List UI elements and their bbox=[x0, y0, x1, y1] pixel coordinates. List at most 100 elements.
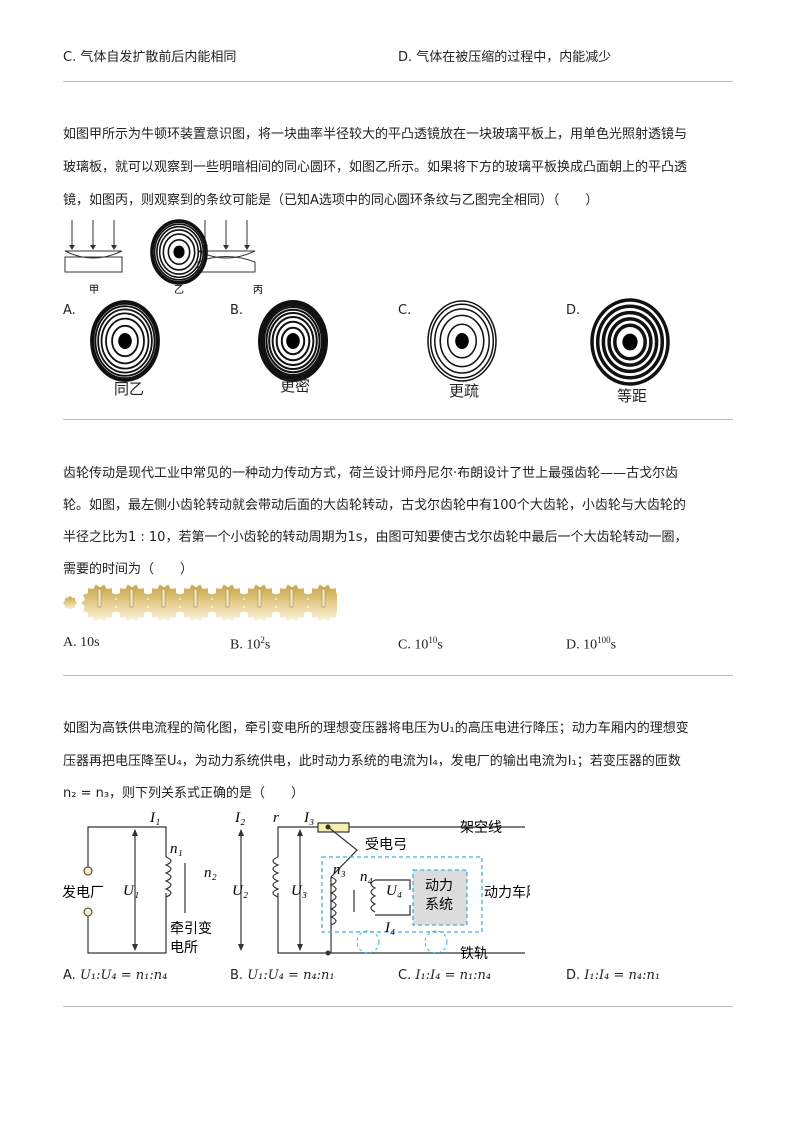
ring bbox=[429, 303, 495, 379]
ring bbox=[275, 320, 311, 362]
option-letter: A. bbox=[63, 635, 77, 650]
prev-option-c[interactable]: C. 气体自发扩散前后内能相同 bbox=[63, 50, 237, 65]
center-spot bbox=[286, 333, 300, 349]
option-letter: C. bbox=[398, 968, 412, 983]
center-spot bbox=[455, 333, 469, 349]
rings-option-d[interactable] bbox=[585, 298, 675, 386]
question-text: 半径之比为1 : 10，若第一个小齿轮的转动周期为1s，由图可知要使古戈尔齿轮中… bbox=[63, 530, 688, 545]
option-c[interactable]: C. 1010s bbox=[398, 635, 443, 654]
option-letter: D. bbox=[566, 968, 581, 983]
figure-label-jia: 甲 bbox=[89, 285, 99, 296]
label-I3: I₃ bbox=[303, 810, 314, 826]
option-unit: s bbox=[437, 637, 443, 653]
question-text: 镜，如图丙，则观察到的条纹可能是（已知A选项中的同心圆环条纹与乙图完全相同）（ … bbox=[63, 193, 599, 208]
ring bbox=[271, 316, 315, 366]
option-b[interactable]: B. bbox=[230, 303, 244, 318]
gear-shaft bbox=[289, 588, 294, 608]
question-text: 如图甲所示为牛顿环装置意识图，将一块曲率半径较大的平凸透镜放在一块玻璃平板上，用… bbox=[63, 127, 688, 142]
option-c[interactable]: C. bbox=[398, 303, 412, 318]
option-value: 10 bbox=[414, 637, 429, 653]
ring bbox=[439, 314, 485, 368]
center-spot bbox=[622, 333, 638, 351]
option-caption: 更疏 bbox=[449, 384, 480, 400]
option-caption: 等距 bbox=[617, 389, 648, 405]
label-n1: n₁ bbox=[170, 841, 183, 857]
ring bbox=[153, 223, 205, 281]
divider bbox=[63, 419, 733, 420]
power-system-box bbox=[412, 869, 468, 926]
label-U3: U₃ bbox=[291, 883, 307, 899]
rings-option-b[interactable] bbox=[248, 298, 338, 384]
question-text: 齿轮传动是现代工业中常见的一种动力传动方式，荷兰设计师丹尼尔·布朗设计了世上最强… bbox=[63, 466, 679, 481]
gear bbox=[63, 596, 77, 610]
newton-ring-apparatus-figure: 甲 乙 丙 bbox=[64, 219, 263, 296]
question-text: 压器再把电压降至U₄，为动力系统供电，此时动力系统的电流为I₄，发电厂的输出电流… bbox=[63, 754, 681, 769]
ring bbox=[263, 306, 323, 376]
option-a[interactable]: A. bbox=[63, 303, 76, 318]
option-exponent: 100 bbox=[597, 635, 611, 645]
label-n2: n₂ bbox=[204, 865, 217, 881]
label-power-system: 系统 bbox=[425, 897, 453, 913]
ring bbox=[92, 302, 158, 380]
label-r: r bbox=[273, 810, 279, 826]
ring bbox=[258, 300, 328, 382]
label-substation: 牵引变 bbox=[170, 921, 212, 937]
option-d[interactable]: D. I₁:I₄ = n₄:n₁ bbox=[566, 968, 660, 983]
option-d[interactable]: D. bbox=[566, 303, 581, 318]
option-d[interactable]: D. 10100s bbox=[566, 635, 616, 654]
gear-shaft bbox=[257, 588, 262, 608]
option-a[interactable]: A. U₁:U₄ = n₁:n₄ bbox=[63, 968, 167, 983]
option-c[interactable]: C. I₁:I₄ = n₁:n₄ bbox=[398, 968, 491, 983]
gear-shaft bbox=[161, 588, 166, 608]
option-letter: C. bbox=[398, 637, 411, 653]
label-rail: 铁轨 bbox=[460, 946, 488, 962]
label-U4: U₄ bbox=[386, 883, 402, 899]
option-formula: U₁:U₄ = n₁:n₄ bbox=[79, 968, 168, 983]
option-exponent: 2 bbox=[260, 635, 265, 645]
option-b[interactable]: B. 102s bbox=[230, 635, 270, 654]
rings-option-a[interactable] bbox=[80, 298, 170, 384]
label-substation: 电所 bbox=[170, 940, 198, 956]
label-I1: I₁ bbox=[149, 810, 160, 826]
option-letter: D. bbox=[566, 637, 580, 653]
option-exponent: 10 bbox=[428, 635, 438, 645]
ring bbox=[446, 323, 478, 359]
label-U2: U₂ bbox=[232, 883, 248, 899]
ring bbox=[434, 308, 490, 374]
question-text: 轮。如图，最左侧小齿轮转动就会带动后面的大齿轮转动，古戈尔齿轮中有100个大齿轮… bbox=[63, 498, 686, 513]
option-a[interactable]: A. 10s bbox=[63, 635, 100, 651]
divider bbox=[63, 81, 733, 82]
option-value: 10 bbox=[246, 637, 261, 653]
option-letter: B. bbox=[230, 637, 243, 653]
ring bbox=[100, 312, 150, 370]
option-value: 10 bbox=[583, 637, 598, 653]
option-formula: I₁:I₄ = n₁:n₄ bbox=[415, 968, 492, 983]
option-value: 10s bbox=[80, 635, 100, 650]
option-unit: s bbox=[264, 637, 271, 653]
ring bbox=[91, 301, 159, 381]
center-spot bbox=[173, 245, 185, 259]
ring bbox=[261, 304, 325, 378]
option-formula: U₁:U₄ = n₄:n₁ bbox=[247, 968, 335, 983]
option-b[interactable]: B. U₁:U₄ = n₄:n₁ bbox=[230, 968, 335, 983]
label-power-car: 动力车厢 bbox=[484, 884, 530, 901]
label-I2: I₂ bbox=[234, 810, 245, 826]
gear-shaft bbox=[225, 588, 230, 608]
figure-label-yi: 乙 bbox=[174, 284, 184, 296]
ring bbox=[601, 310, 659, 374]
ring bbox=[94, 305, 156, 377]
gear-shaft bbox=[97, 588, 102, 608]
car-dashed-box bbox=[321, 856, 483, 933]
ring bbox=[265, 308, 321, 374]
rings-option-c[interactable] bbox=[417, 298, 507, 384]
option-caption: 同乙 bbox=[114, 382, 145, 398]
divider bbox=[63, 1006, 733, 1007]
gear-shaft bbox=[321, 588, 326, 608]
option-formula: I₁:I₄ = n₄:n₁ bbox=[584, 968, 661, 983]
prev-option-d[interactable]: D. 气体在被压缩的过程中，内能减少 bbox=[398, 50, 612, 65]
question-text: n₂ = n₃，则下列关系式正确的是（ ） bbox=[63, 786, 305, 801]
label-U1: U₁ bbox=[123, 883, 139, 899]
ring bbox=[156, 225, 202, 279]
label-overhead-line: 架空线 bbox=[460, 820, 502, 836]
ring bbox=[97, 308, 153, 374]
